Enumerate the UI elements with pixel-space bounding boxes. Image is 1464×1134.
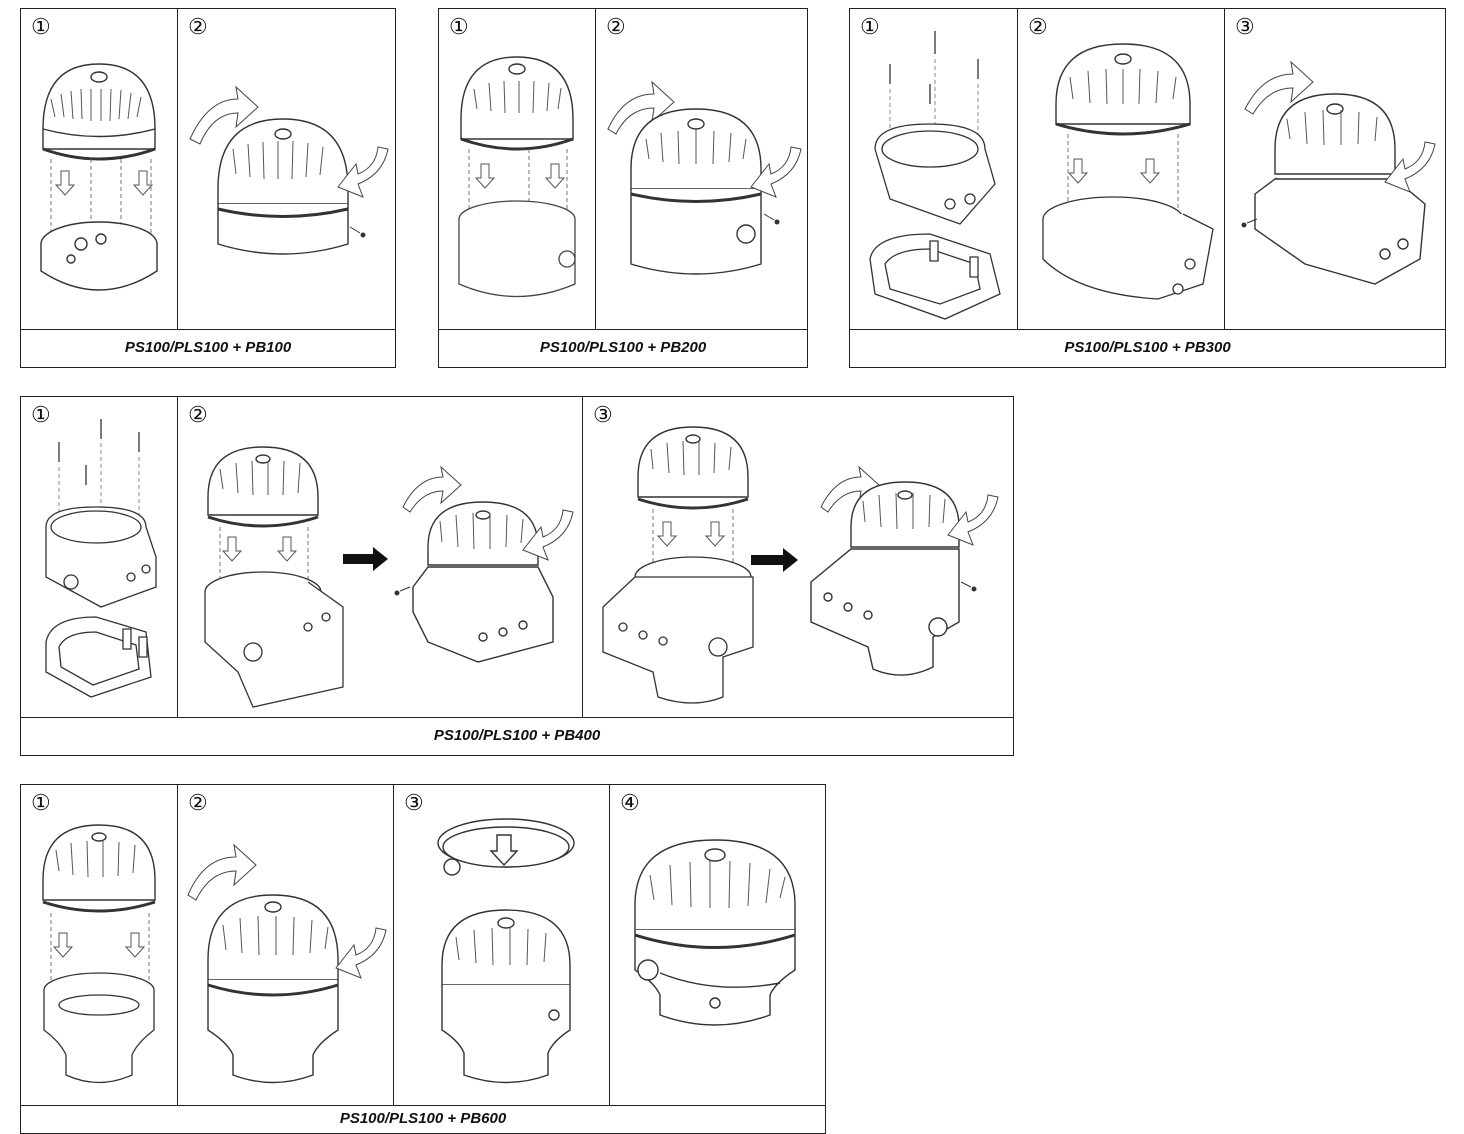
step-2: ②	[1018, 9, 1225, 329]
assembly-icon	[583, 397, 1013, 717]
rotate-arrow-icon	[751, 147, 801, 197]
step-number: ②	[606, 15, 626, 40]
mounting-base-icon	[44, 973, 154, 1083]
step-2: ②	[178, 9, 395, 329]
rotate-arrow-icon	[338, 147, 388, 197]
step-number: ②	[188, 403, 208, 428]
step-number: ②	[188, 791, 208, 816]
assembly-icon	[1225, 9, 1444, 329]
panel-pb400: ① ②	[20, 396, 1014, 756]
step-number: ①	[860, 15, 880, 40]
step-number: ①	[31, 15, 51, 40]
rotate-arrow-icon	[190, 87, 258, 144]
mounting-base-icon	[870, 234, 1000, 319]
step-number: ④	[620, 791, 640, 816]
step-number: ②	[1028, 15, 1048, 40]
step-3: ③	[394, 785, 610, 1105]
assembly-icon	[178, 9, 395, 329]
assembly-icon	[178, 785, 394, 1105]
rotate-arrow-icon	[403, 467, 461, 512]
step-1: ①	[21, 9, 178, 329]
assembly-icon	[178, 397, 583, 717]
step-number: ③	[593, 403, 613, 428]
sounder-head-icon	[21, 785, 178, 1105]
sounder-head-icon	[21, 9, 178, 329]
step-2: ②	[178, 397, 583, 717]
step-arrow-icon	[343, 547, 388, 571]
panel-caption: PS100/PLS100 + PB400	[21, 717, 1013, 755]
rotate-arrow-icon	[1245, 62, 1313, 114]
mounting-base-icon	[1043, 197, 1213, 299]
step-3: ③	[1225, 9, 1444, 329]
clamp-ring-icon	[394, 785, 610, 1105]
rotate-arrow-icon	[188, 845, 256, 900]
step-arrow-icon	[751, 548, 798, 572]
mounting-base-icon	[41, 222, 157, 290]
mounting-base-icon	[46, 617, 151, 697]
step-number: ①	[31, 791, 51, 816]
step-1: ①	[439, 9, 596, 329]
step-1: ①	[21, 785, 178, 1105]
panel-pb100: ①	[20, 8, 396, 368]
bracket-screws-icon	[21, 397, 178, 717]
panel-caption: PS100/PLS100 + PB100	[21, 329, 395, 367]
step-number: ①	[31, 403, 51, 428]
panel-pb300: ① ②	[849, 8, 1446, 368]
step-number: ③	[404, 791, 424, 816]
mounting-base-icon	[459, 201, 575, 297]
step-4: ④	[610, 785, 825, 1105]
step-2: ②	[596, 9, 807, 329]
bracket-screws-icon	[850, 9, 1018, 329]
step-1: ①	[850, 9, 1018, 329]
assembly-icon	[596, 9, 807, 329]
sounder-head-icon	[439, 9, 596, 329]
step-1: ①	[21, 397, 178, 717]
step-2: ②	[178, 785, 394, 1105]
rotate-arrow-icon	[1385, 142, 1435, 192]
panel-pb200: ① ②	[438, 8, 808, 368]
panel-caption: PS100/PLS100 + PB200	[439, 329, 807, 367]
step-3: ③	[583, 397, 1013, 717]
rotate-arrow-icon	[608, 82, 674, 134]
step-number: ①	[449, 15, 469, 40]
rotate-arrow-icon	[523, 510, 573, 560]
panel-caption: PS100/PLS100 + PB600	[21, 1105, 825, 1133]
step-number: ③	[1235, 15, 1255, 40]
panel-caption: PS100/PLS100 + PB300	[850, 329, 1445, 367]
panel-pb600: ① ②	[20, 784, 826, 1134]
sounder-head-icon	[1018, 9, 1225, 329]
assembly-icon	[610, 785, 825, 1105]
step-number: ②	[188, 15, 208, 40]
rotate-arrow-icon	[948, 495, 998, 545]
rotate-arrow-icon	[336, 928, 386, 978]
